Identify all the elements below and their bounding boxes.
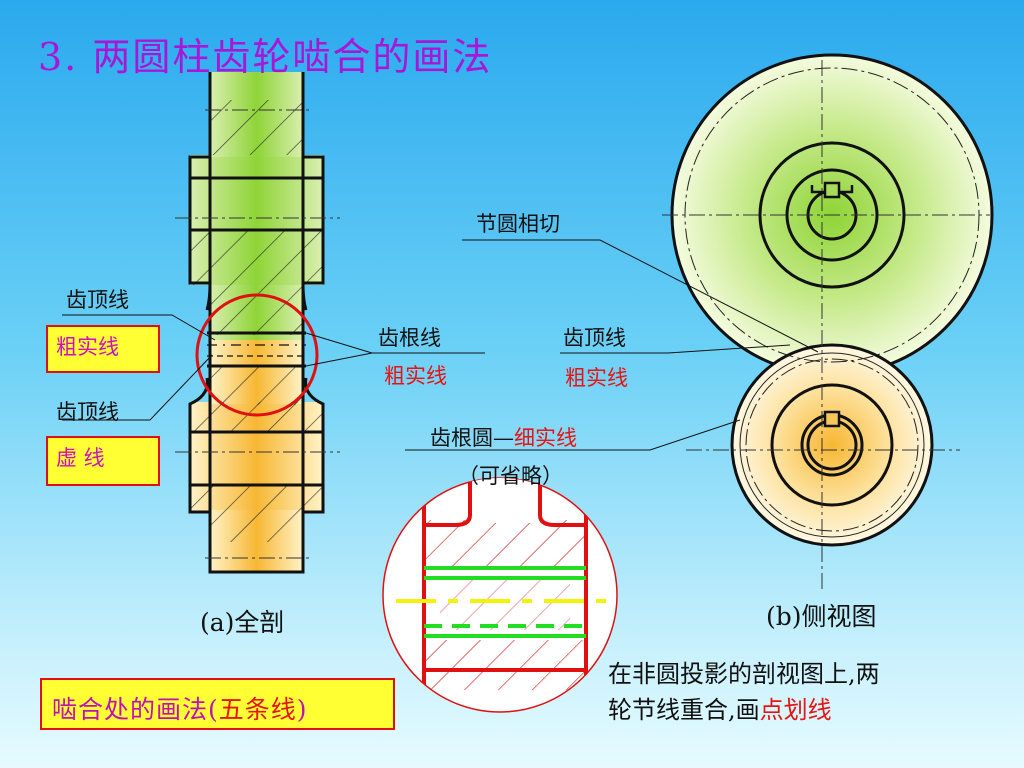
page-title: 3. 两圆柱齿轮啮合的画法 (38, 35, 493, 79)
addendum-line-label-side: 齿顶线 (563, 326, 626, 350)
root-line-style: 粗实线 (384, 364, 447, 388)
summary-suffix: ) (296, 695, 308, 724)
root-circle-label: 齿根圆—细实线 (430, 422, 577, 452)
root-line-label: 齿根线 (378, 326, 441, 350)
mesh-highlight-circle (195, 293, 319, 417)
thick-solid-box: 粗实线 (46, 325, 160, 373)
lower-gear-circle (730, 343, 934, 547)
summary-box: 啮合处的画法(五条线) (40, 678, 395, 730)
note-highlight: 点划线 (759, 696, 832, 724)
addendum-line-label-lower: 齿顶线 (56, 400, 119, 424)
addendum-line-label-upper: 齿顶线 (66, 288, 129, 312)
omittable-label: （可省略） (458, 464, 563, 488)
caption-full-section: (a)全剖 (200, 608, 285, 637)
note-line-2-text: 轮节线重合,画 (608, 696, 760, 724)
summary-prefix: 啮合处的画法( (52, 695, 219, 724)
magnified-detail (382, 477, 618, 713)
pitch-tangent-label: 节圆相切 (476, 212, 560, 236)
note-line-2: 轮节线重合,画点划线 (608, 692, 880, 728)
summary-highlight: 五条线 (218, 695, 297, 724)
note-line-1: 在非圆投影的剖视图上,两 (608, 660, 880, 688)
dashed-line-box: 虚 线 (46, 436, 160, 486)
addendum-line-style-side: 粗实线 (565, 366, 628, 390)
thin-solid-text: 细实线 (514, 426, 577, 450)
pitch-line-note: 在非圆投影的剖视图上,两 轮节线重合,画点划线 (608, 656, 880, 728)
side-view (405, 53, 994, 590)
root-circle-text: 齿根圆— (430, 426, 514, 450)
section-view (62, 72, 485, 574)
caption-side-view: (b)侧视图 (766, 602, 877, 631)
